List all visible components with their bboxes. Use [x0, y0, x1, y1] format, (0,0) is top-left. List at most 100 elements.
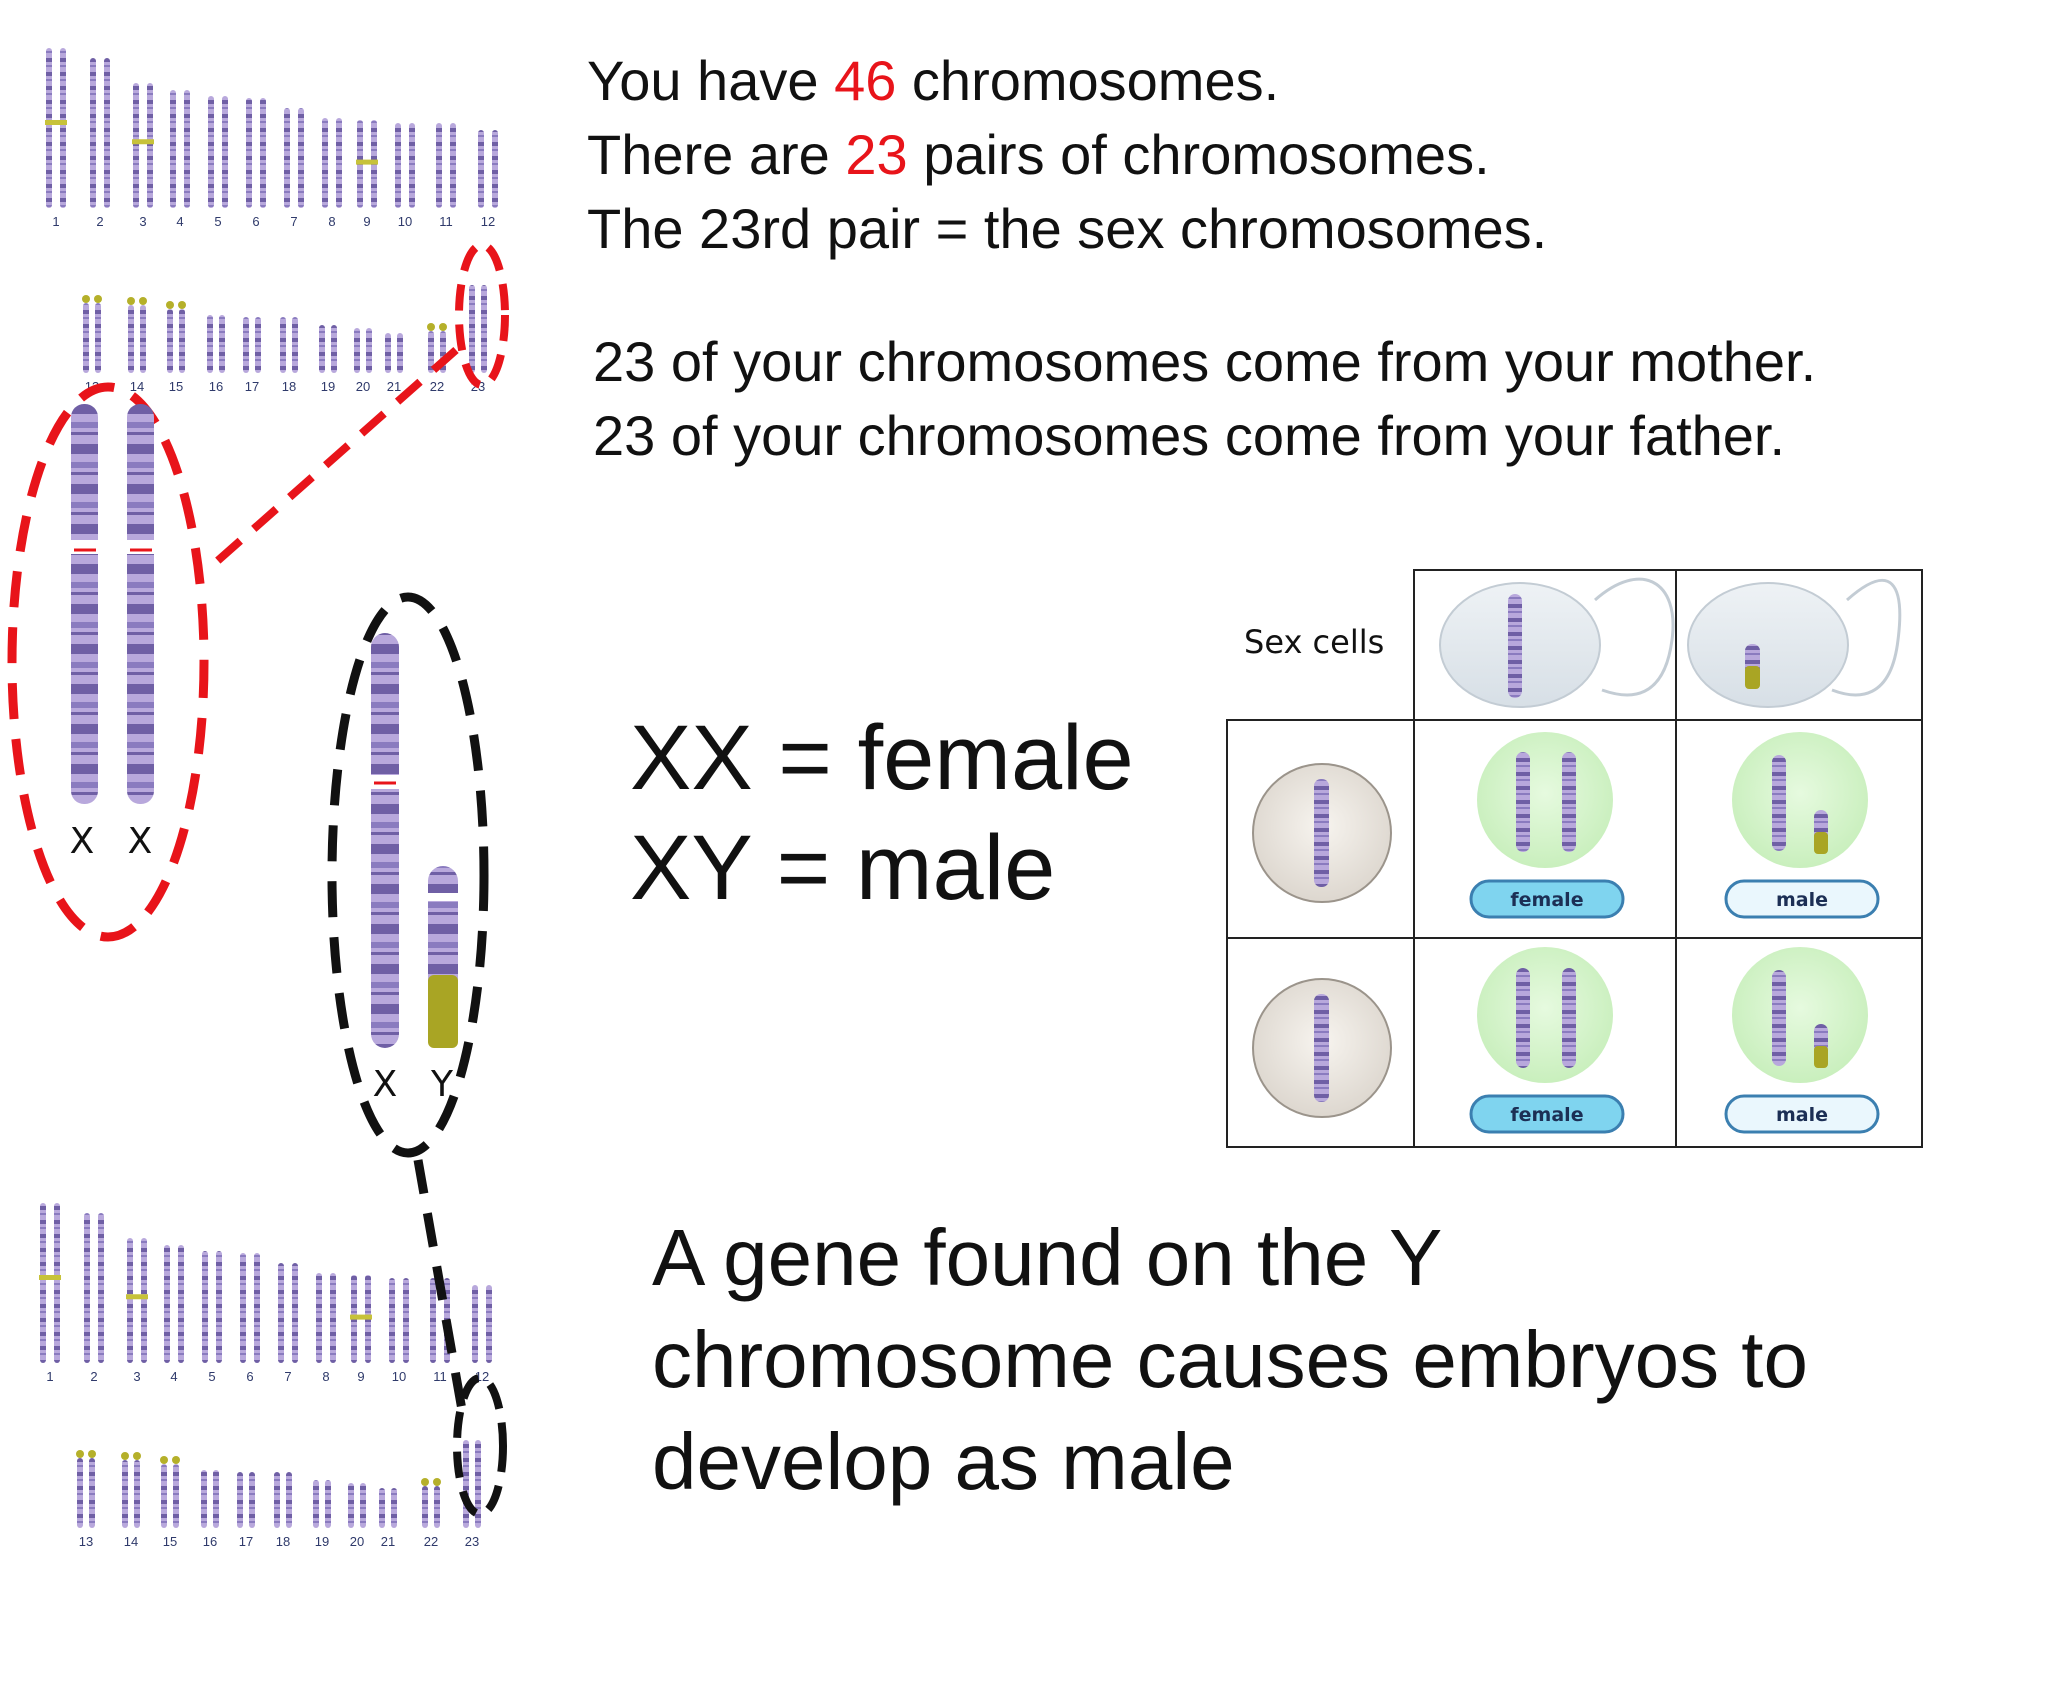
- sperm-x: [1439, 577, 1675, 708]
- karyotype-chromosome: [492, 130, 498, 208]
- karyotype-chromosome: [403, 1278, 409, 1363]
- karyotype-label: 22: [424, 1534, 438, 1549]
- karyotype-chromosome: [313, 1480, 319, 1528]
- chromosome-count-line: You have 46 chromosomes.: [587, 44, 1279, 118]
- karyotype-chromosome: [430, 1278, 436, 1363]
- karyotype-label: 16: [203, 1534, 217, 1549]
- karyotype-chromosome: [127, 1238, 133, 1363]
- karyotype-chromosome: [147, 83, 153, 208]
- karyotype-chromosome: [134, 1460, 140, 1528]
- result-male-badge: [1724, 1094, 1880, 1134]
- karyotype-chromosome: [428, 331, 434, 373]
- female-sex-pair: X X: [7, 241, 509, 942]
- x-chromosome: [371, 633, 399, 1048]
- gene-line-1: A gene found on the Y: [652, 1213, 1443, 1302]
- karyotype-chromosome: [322, 118, 328, 208]
- x-label: X: [373, 1064, 398, 1105]
- karyotype-label: 2: [90, 1369, 97, 1384]
- offspring-3: female: [1469, 947, 1625, 1134]
- line2-suffix: pairs of chromosomes.: [907, 123, 1490, 186]
- karyotype-chromosome: [46, 48, 52, 208]
- result-female-badge: [1469, 1094, 1625, 1134]
- karyotype-chromosome: [255, 317, 261, 373]
- karyotype-chromosome: [208, 96, 214, 208]
- karyotype-chromosome: [161, 1464, 167, 1528]
- gene-line-2: chromosome causes embryos to: [652, 1315, 1809, 1404]
- karyotype-label: 19: [315, 1534, 329, 1549]
- offspring-2: male: [1724, 732, 1880, 919]
- karyotype-chromosome: [319, 325, 325, 373]
- karyotype-chromosome: [133, 83, 139, 208]
- karyotype-label: 10: [398, 214, 412, 229]
- karyotype-label: 11: [439, 214, 453, 229]
- count-46: 46: [834, 49, 897, 112]
- karyotype-label: 17: [245, 379, 259, 394]
- karyotype-chromosome: [202, 1251, 208, 1363]
- offspring-4: male: [1724, 947, 1880, 1134]
- egg-1-x-chromosome: [1314, 779, 1329, 887]
- karyotype-chromosome: [274, 1472, 280, 1528]
- karyotype-chromosome: [292, 317, 298, 373]
- result-female-label: female: [1510, 889, 1583, 911]
- karyotype-label: 13: [79, 1534, 93, 1549]
- karyotype-chromosome: [83, 303, 89, 373]
- karyotype-chromosome: [90, 58, 96, 208]
- karyotype-chromosome: [450, 123, 456, 208]
- karyotype-chromosome: [436, 123, 442, 208]
- karyotype-chromosome: [249, 1472, 255, 1528]
- karyotype-label: 1: [46, 1369, 53, 1384]
- karyotype-chromosome: [280, 317, 286, 373]
- sex-chromosome-line: The 23rd pair = the sex chromosomes.: [587, 197, 1548, 260]
- karyotype-label: 6: [246, 1369, 253, 1384]
- karyotype-chromosome: [360, 1483, 366, 1528]
- karyotype-chromosome: [184, 90, 190, 208]
- karyotype-chromosome: [348, 1483, 354, 1528]
- karyotype-chromosome: [216, 1251, 222, 1363]
- karyotype-label: 21: [387, 379, 401, 394]
- karyotype-chromosome: [354, 328, 360, 373]
- result-female-badge: [1469, 879, 1625, 919]
- male-sex-pair: X Y: [327, 592, 507, 1518]
- karyotype-chromosome: [237, 1472, 243, 1528]
- result-male-label: male: [1776, 1104, 1828, 1126]
- karyotype-label: 22: [430, 379, 444, 394]
- karyotype-chromosome: [89, 1458, 95, 1528]
- sperm-y: [1687, 578, 1902, 708]
- karyotype-chromosome: [260, 98, 266, 208]
- karyotype-chromosome: [207, 315, 213, 373]
- karyotype-chromosome: [54, 1203, 60, 1363]
- karyotype-label: 9: [357, 1369, 364, 1384]
- karyotype-label: 8: [328, 214, 335, 229]
- karyotype-chromosome: [434, 1486, 440, 1528]
- karyotype-chromosome: [98, 1213, 104, 1363]
- karyotype-chromosome: [128, 305, 134, 373]
- karyotype-label: 7: [290, 214, 297, 229]
- karyotype-chromosome: [222, 96, 228, 208]
- karyotype-label: 9: [363, 214, 370, 229]
- karyotype-chromosome: [240, 1253, 246, 1363]
- egg-1: [1252, 763, 1392, 903]
- karyotype-chromosome: [391, 1488, 397, 1528]
- karyotype-chromosome: [385, 333, 391, 373]
- karyotype-label: 7: [284, 1369, 291, 1384]
- karyotype-label: 15: [163, 1534, 177, 1549]
- karyotype-chromosome: [246, 98, 252, 208]
- karyotype-label: 18: [282, 379, 296, 394]
- karyotype-chromosome: [472, 1285, 478, 1363]
- karyotype-label: 18: [276, 1534, 290, 1549]
- karyotype-chromosome: [201, 1470, 207, 1528]
- karyotype-chromosome: [389, 1278, 395, 1363]
- karyotype-label: 11: [433, 1369, 447, 1384]
- karyotype-label: 14: [124, 1534, 138, 1549]
- karyotype-label: 3: [133, 1369, 140, 1384]
- karyotype-chromosome: [395, 123, 401, 208]
- karyotype-chromosome: [325, 1480, 331, 1528]
- count-23: 23: [845, 123, 908, 186]
- sex-cells-header: Sex cells: [1244, 623, 1384, 661]
- karyotype-label: 21: [381, 1534, 395, 1549]
- karyotype-label: 16: [209, 379, 223, 394]
- karyotype-label: 14: [130, 379, 144, 394]
- karyotype-label: 8: [322, 1369, 329, 1384]
- karyotype-chromosome: [316, 1273, 322, 1363]
